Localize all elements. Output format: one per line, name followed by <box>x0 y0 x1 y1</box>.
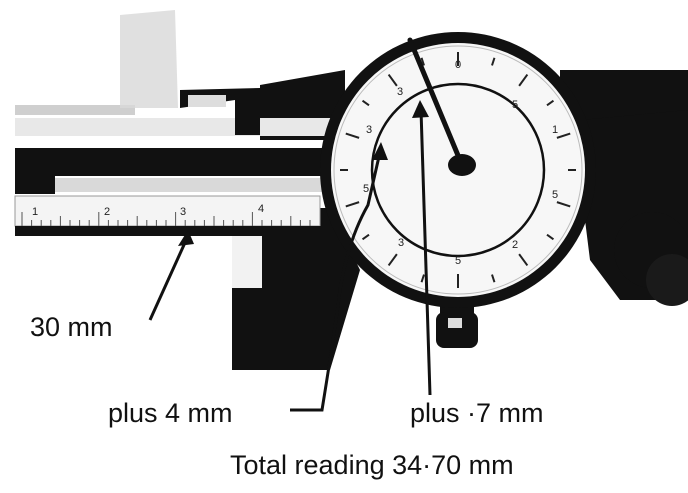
label-total-reading: Total reading 34·70 mm <box>230 450 514 480</box>
dial-outer-label: 0 <box>455 59 461 71</box>
dial-inner-label: 5 <box>512 99 518 111</box>
needle-hub <box>448 154 476 176</box>
arrowhead-30mm <box>178 230 194 246</box>
scale-tick-label: 1 <box>32 206 38 218</box>
arrowhead-4mm <box>372 142 388 160</box>
dial-inner-label: 3 <box>397 86 403 98</box>
dial-tick-mark <box>546 99 555 107</box>
dial-outer-label: 3 <box>366 124 372 136</box>
dial-inner-label: 5 <box>552 189 558 201</box>
dial-tick-mark <box>556 201 571 208</box>
dial-gauge: 0 3 5 1 5 2 3 5 3 5 <box>320 32 596 308</box>
dial-needle <box>407 37 465 168</box>
dial-tick-mark <box>420 274 425 283</box>
caliper-body <box>14 10 688 370</box>
dial-tick-mark <box>546 233 555 241</box>
dial-tick-mark <box>361 233 370 241</box>
dial-inner-label: 5 <box>455 255 461 267</box>
dial-inner-label: 2 <box>512 239 518 251</box>
dial-tick-mark <box>345 201 360 208</box>
dial-tick-mark <box>361 99 370 107</box>
dial-tick-mark <box>518 73 529 87</box>
dial-tick-mark <box>387 73 398 87</box>
dial-tick-mark <box>556 132 571 139</box>
arrow-4mm <box>290 151 382 412</box>
arrow-07mm <box>419 109 432 396</box>
dial-inner-label: 5 <box>363 183 369 195</box>
label-dial-fraction: plus ·7 mm <box>410 398 544 428</box>
dial-tick-mark <box>345 132 360 139</box>
dial-tick-mark <box>420 57 425 66</box>
dial-inner-label: 1 <box>552 124 558 136</box>
dial-inner-label: 3 <box>398 237 404 249</box>
scale-tick-label: 3 <box>180 206 186 218</box>
scale-tick-label: 2 <box>104 206 110 218</box>
inner-dial-ring <box>370 82 546 258</box>
arrow-30mm <box>148 235 190 321</box>
dial-tick-mark <box>387 253 398 267</box>
main-scale: 1 2 3 4 <box>21 203 311 226</box>
pointer-arrows <box>148 100 432 412</box>
label-main-scale: 30 mm <box>30 312 113 342</box>
dial-tick-mark <box>518 253 529 267</box>
dial-tick-mark <box>491 57 496 66</box>
label-dial-mm: plus 4 mm <box>108 398 233 428</box>
arrowhead-07mm <box>412 100 429 118</box>
dial-tick-mark <box>491 274 496 283</box>
scale-tick-label: 4 <box>258 203 264 215</box>
